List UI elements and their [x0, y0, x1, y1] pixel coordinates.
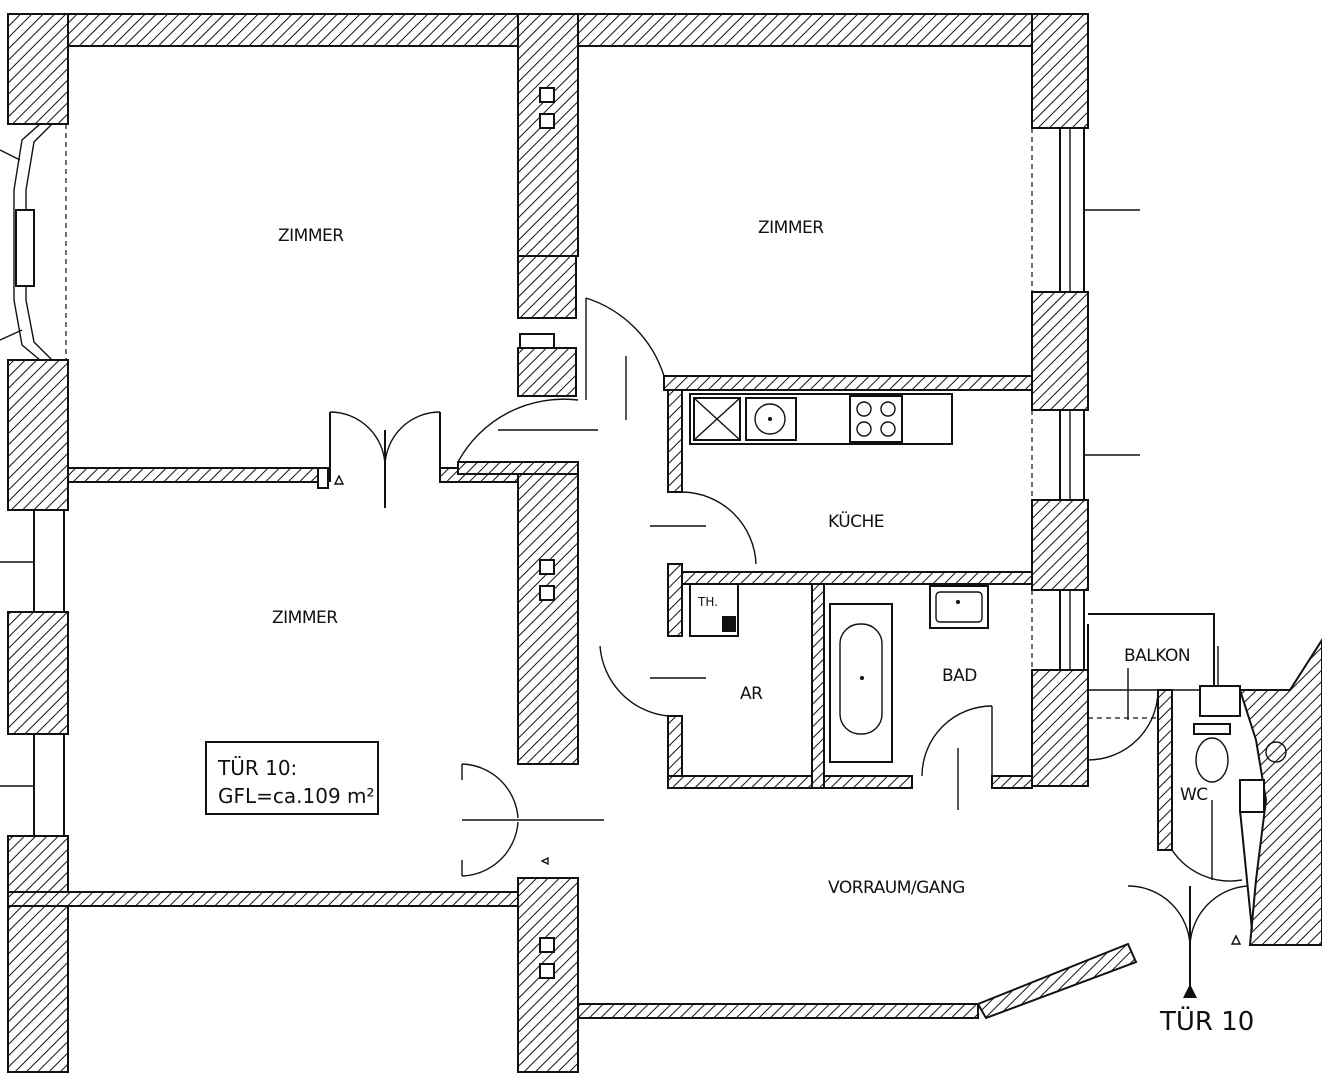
wall-bad-bottom — [991, 775, 1033, 789]
wall-right-low — [1031, 669, 1089, 787]
entrance-label: TÜR 10 — [1159, 1005, 1254, 1037]
label-ar: AR — [740, 684, 763, 704]
washbasin — [929, 585, 989, 629]
wall-ar-left — [667, 563, 683, 637]
label-zimmer-bottom-left: ZIMMER — [272, 608, 338, 628]
wall-mid-vertical-lower — [517, 461, 579, 765]
wall-kitchen-top — [663, 375, 1033, 391]
info-box-line2: GFL=ca.109 m² — [218, 784, 375, 808]
wall-left-bottom — [7, 835, 69, 1073]
wall-mid-vertical-top3 — [517, 347, 577, 397]
balcony — [1087, 613, 1241, 717]
label-zimmer-top-right: ZIMMER — [758, 218, 824, 238]
info-box-frame — [205, 741, 379, 815]
label-kueche: KÜCHE — [828, 510, 884, 532]
wall-bottom-angle — [976, 942, 1138, 1020]
storage-fixtures — [689, 583, 739, 637]
wall-kitchen-left — [667, 389, 683, 493]
wall-mid-vertical-top2 — [517, 255, 577, 319]
windows — [0, 123, 1140, 837]
wall-left-top — [7, 13, 69, 125]
label-bad: BAD — [942, 666, 977, 686]
wall-left-rooms-divider — [67, 467, 327, 483]
wall-left-mid — [7, 359, 69, 511]
stove — [849, 395, 903, 443]
info-box: TÜR 10: GFL=ca.109 m² — [205, 741, 379, 815]
label-zimmer-top-left: ZIMMER — [278, 226, 344, 246]
wall-right-top — [1031, 13, 1089, 129]
room-labels: ZIMMER ZIMMER ZIMMER KÜCHE AR BAD BALKON… — [272, 218, 1208, 898]
wall-ar-bottom — [667, 775, 913, 789]
label-vorraum: VORRAUM/GANG — [828, 878, 965, 898]
label-balkon: BALKON — [1124, 646, 1190, 666]
wall-mid-vertical-top — [517, 13, 579, 257]
wall-right-mid2 — [1031, 499, 1089, 591]
wall-kitchen-bottom — [667, 571, 1033, 585]
wall-mid-small — [457, 461, 579, 475]
wall-left-lower — [7, 611, 69, 735]
label-th: TH. — [697, 595, 718, 609]
wall-wc-left — [1157, 689, 1173, 851]
kitchen-fixtures — [689, 393, 953, 445]
wall-bottom-left — [7, 891, 579, 907]
doors — [329, 297, 1249, 998]
wall-bottom-right — [577, 1003, 979, 1019]
info-box-line1: TÜR 10: — [217, 756, 297, 780]
wall-right-mid — [1031, 291, 1089, 411]
walls — [7, 13, 1322, 1073]
wall-markers — [317, 87, 1242, 979]
label-wc: WC — [1180, 785, 1208, 805]
wall-ar-bad-divider — [811, 583, 825, 789]
wc-fixtures — [1193, 723, 1287, 931]
bath-fixtures — [829, 585, 989, 763]
wall-right-curved — [1238, 638, 1322, 946]
